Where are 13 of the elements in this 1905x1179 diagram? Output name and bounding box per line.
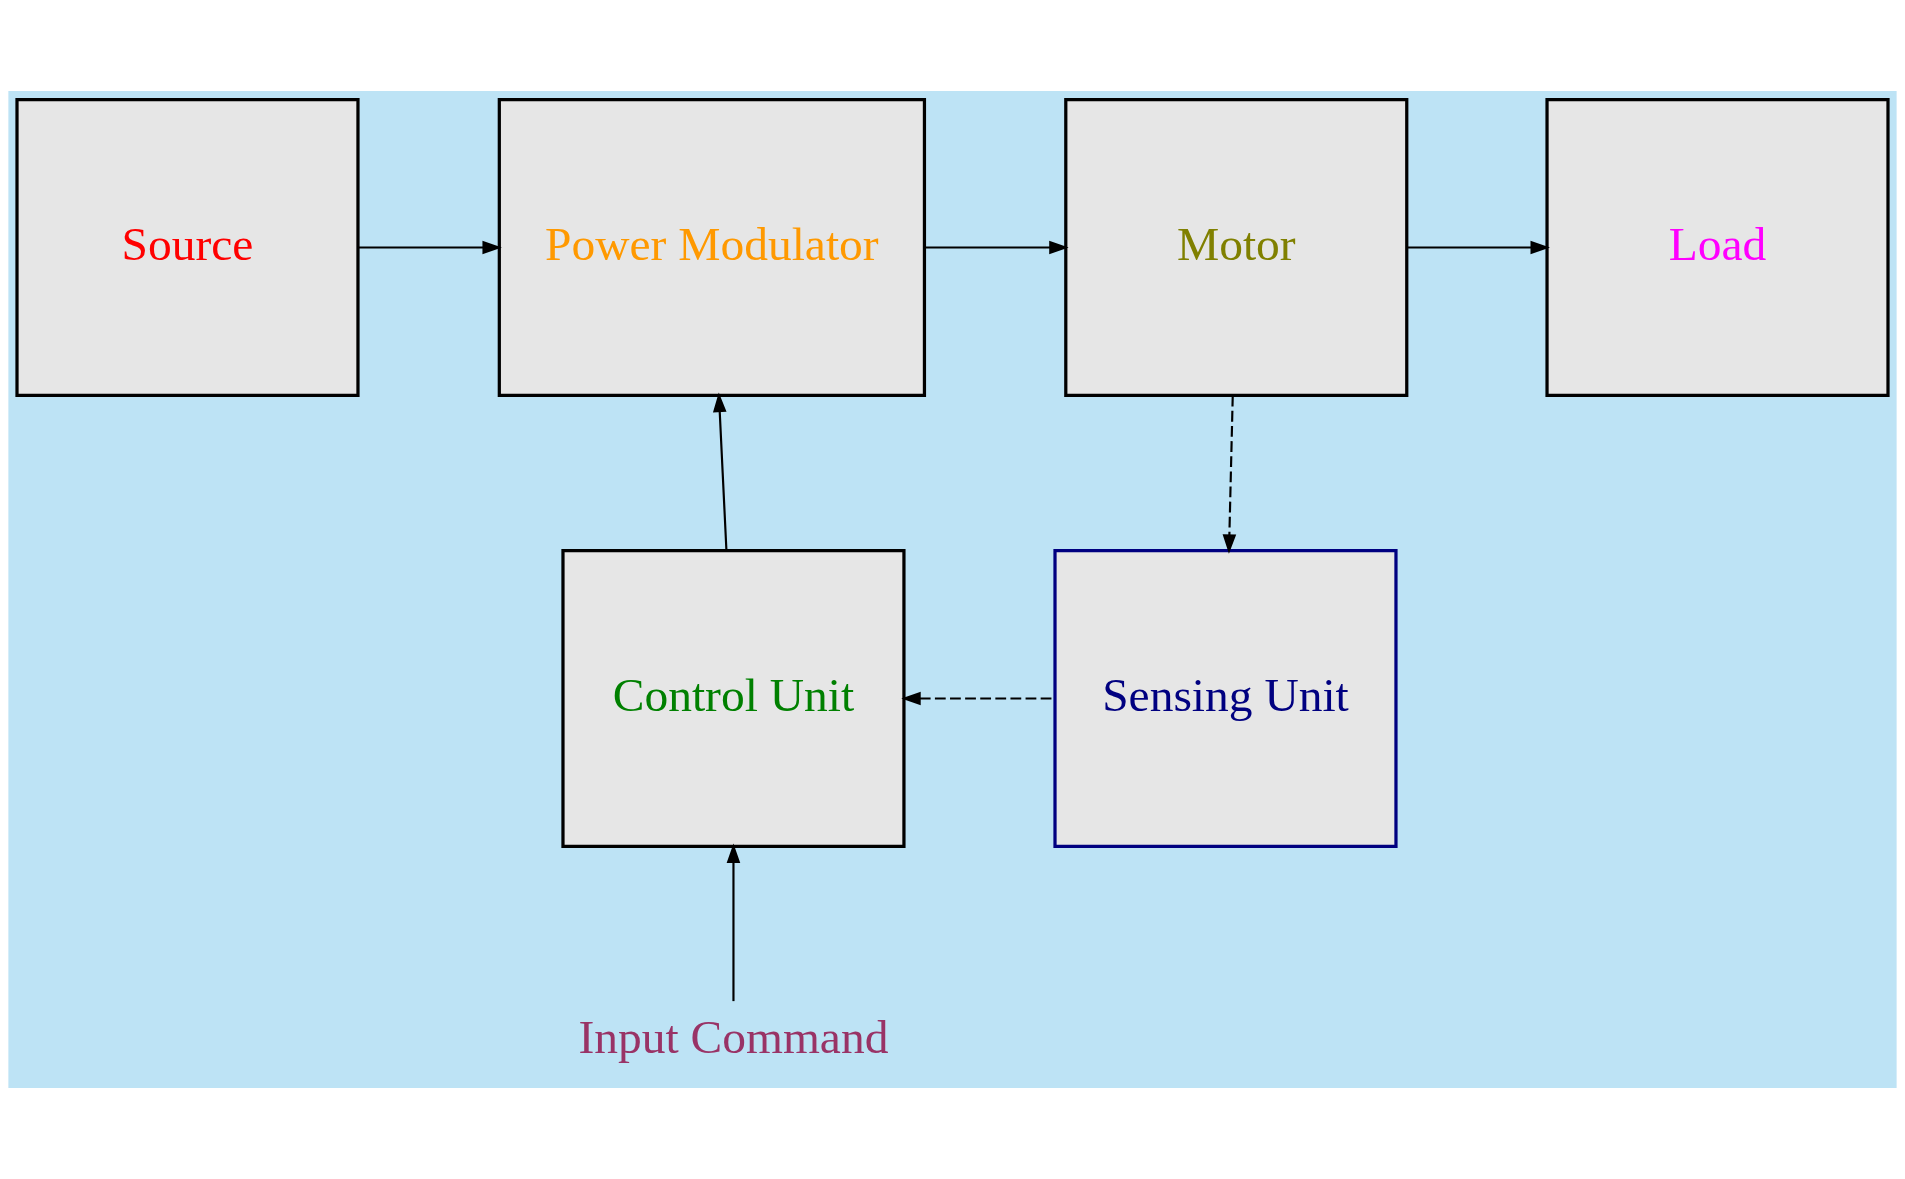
node-text: Input Command	[578, 1010, 889, 1063]
arrow	[358, 240, 502, 255]
arrow	[712, 392, 728, 551]
arrow	[726, 843, 741, 1002]
node-box: Load	[1545, 98, 1890, 397]
arrow	[1222, 395, 1237, 554]
node-box: Source	[15, 98, 360, 397]
node-box: Motor	[1064, 98, 1409, 397]
node-box: Sensing Unit	[1053, 549, 1398, 848]
arrow	[1407, 240, 1550, 255]
arrow	[924, 240, 1069, 255]
node-box: Power Modulator	[497, 98, 927, 397]
node-box: Control Unit	[561, 549, 906, 848]
